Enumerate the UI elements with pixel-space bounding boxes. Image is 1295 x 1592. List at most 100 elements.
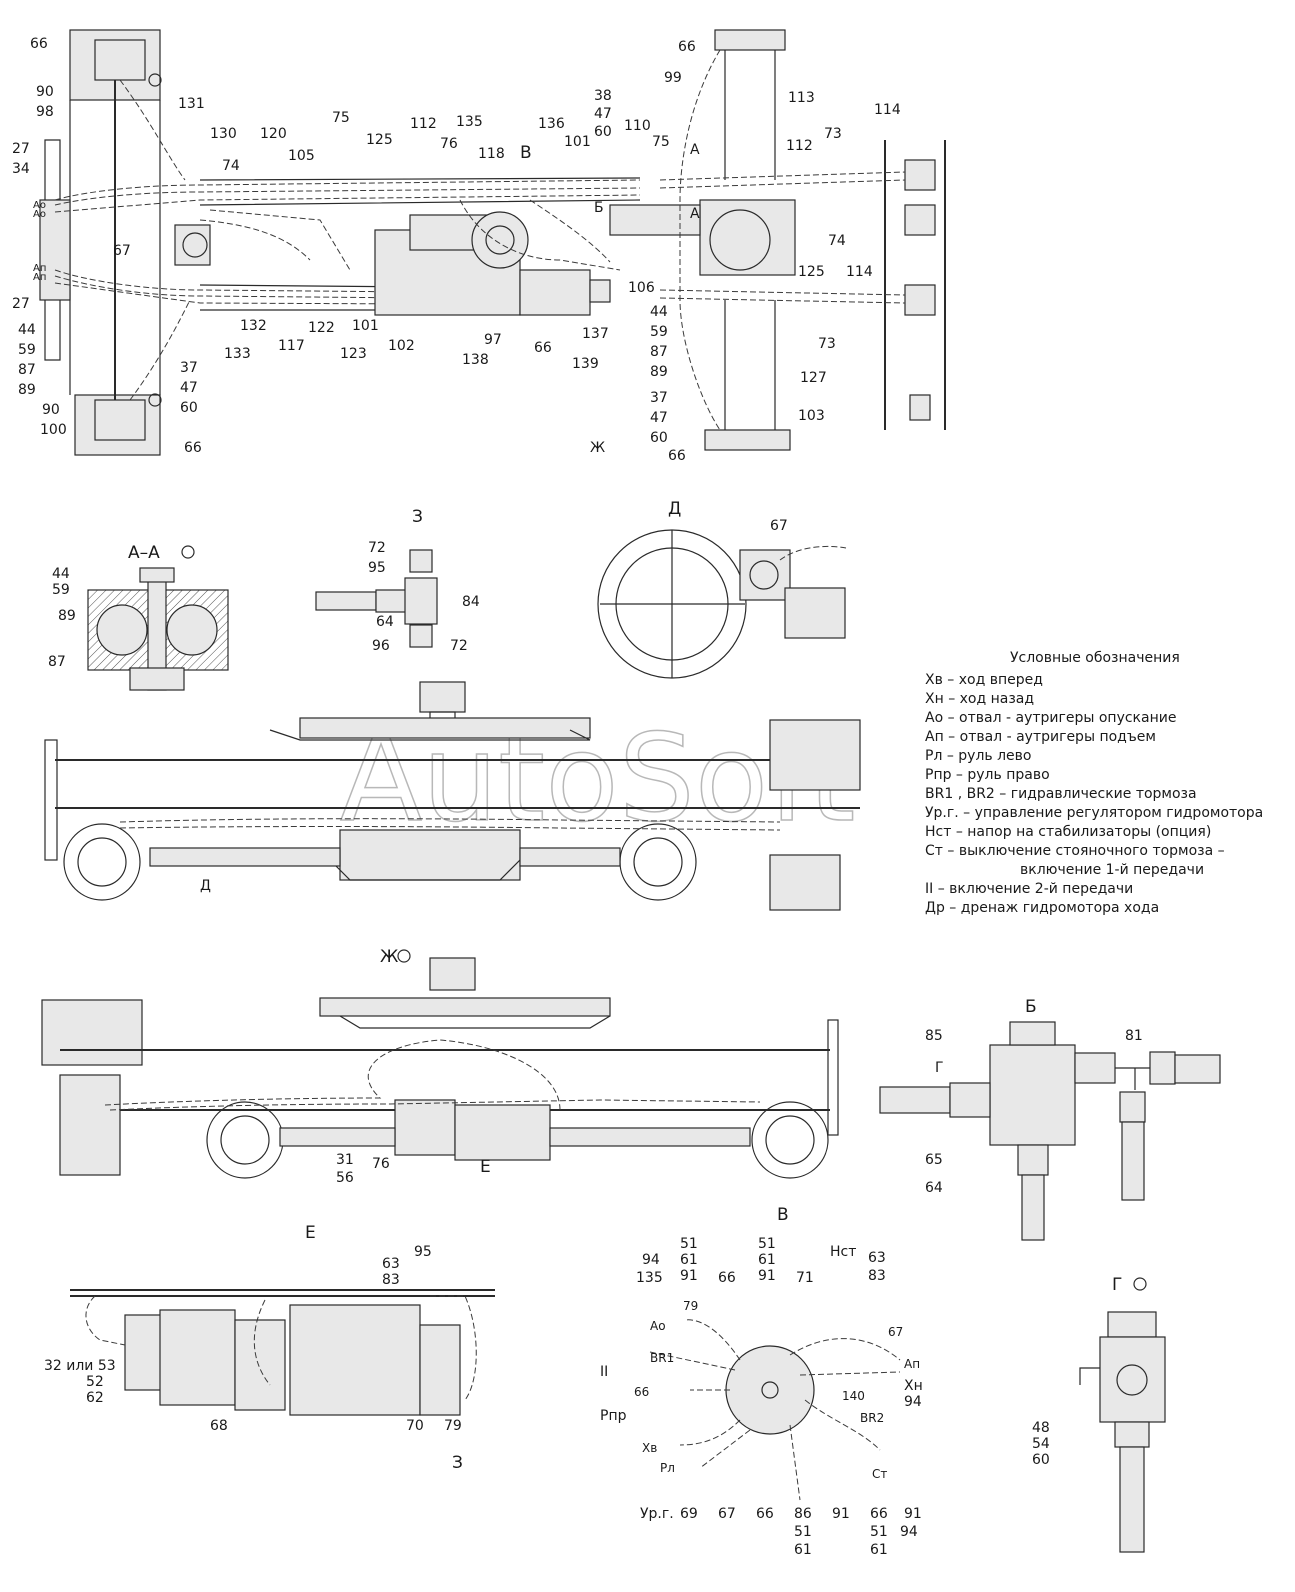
callout: 67 <box>770 518 788 534</box>
callout: 32 или 53 <box>44 1358 116 1374</box>
callout: 90 <box>36 84 54 100</box>
callout: 87 <box>18 362 36 378</box>
callout: 138 <box>462 352 489 368</box>
callout: 47 <box>180 380 198 396</box>
callout: 136 <box>538 116 565 132</box>
view-aa: А–А 44 59 89 87 <box>48 543 229 691</box>
callout: 73 <box>824 126 842 142</box>
callout: 74 <box>828 233 846 249</box>
view-title-e: Е <box>305 1223 316 1243</box>
callout: 91 <box>832 1506 850 1522</box>
callout: Ап <box>33 272 46 283</box>
view-g: Г 48 54 60 <box>1032 1275 1166 1553</box>
left-axle <box>39 29 211 456</box>
callout: Ао <box>650 1319 666 1333</box>
callout: 59 <box>52 582 70 598</box>
view-title-g: Г <box>1112 1275 1122 1295</box>
callout: Ап <box>33 263 46 274</box>
hoses-diagonal <box>119 79 351 401</box>
callout: Е <box>480 1157 491 1177</box>
callout: II <box>600 1364 608 1380</box>
callout: 66 <box>718 1270 736 1286</box>
callout: 125 <box>366 132 393 148</box>
callout: 90 <box>42 402 60 418</box>
callout: Ур.г. <box>640 1506 674 1522</box>
callout: Ж <box>590 440 605 456</box>
callout: 95 <box>414 1244 432 1260</box>
callout: 127 <box>800 370 827 386</box>
callout: 85 <box>925 1028 943 1044</box>
callout: 130 <box>210 126 237 142</box>
callout: В <box>520 143 532 163</box>
callout: 67 <box>888 1325 903 1339</box>
legend-item: Рпр – руль право <box>925 767 1050 783</box>
callout: 110 <box>624 118 651 134</box>
callout: 27 <box>12 296 30 312</box>
callout: 87 <box>650 344 668 360</box>
callout: 63 <box>382 1256 400 1272</box>
callout: 51 <box>758 1236 776 1252</box>
callout: 63 <box>868 1250 886 1266</box>
callout: 98 <box>36 104 54 120</box>
callout: 60 <box>650 430 668 446</box>
callout: 97 <box>484 332 502 348</box>
callout: 101 <box>564 134 591 150</box>
callout: BR2 <box>860 1411 884 1425</box>
callout: 66 <box>30 36 48 52</box>
callout: Хн <box>904 1378 923 1394</box>
legend-item: Ао – отвал - аутригеры опускание <box>925 710 1176 726</box>
callout: 91 <box>758 1268 776 1284</box>
callout: 37 <box>180 360 198 376</box>
callout: 61 <box>758 1252 776 1268</box>
callout: 140 <box>842 1389 865 1403</box>
legend-item: Нст – напор на стабилизаторы (опция) <box>925 824 1211 840</box>
callout: 114 <box>846 264 873 280</box>
callout: 91 <box>904 1506 922 1522</box>
callout: 75 <box>652 134 670 150</box>
callout: 79 <box>444 1418 462 1434</box>
legend-item: включение 1-й передачи <box>1020 862 1204 878</box>
view-e: Е 63 83 95 32 или 53 52 62 68 70 79 З <box>44 1223 495 1473</box>
callout: 70 <box>406 1418 424 1434</box>
callout: 123 <box>340 346 367 362</box>
callout: 94 <box>900 1524 918 1540</box>
callout: Ст <box>872 1467 887 1481</box>
callout: 66 <box>534 340 552 356</box>
legend: Условные обозначения Хв – ход вперед Хн … <box>925 650 1263 916</box>
legend-item: BR1 , BR2 – гидравлические тормоза <box>925 786 1197 802</box>
callout: 101 <box>352 318 379 334</box>
callout: 106 <box>628 280 655 296</box>
callout: 76 <box>440 136 458 152</box>
right-axle <box>609 29 796 451</box>
callout: 61 <box>680 1252 698 1268</box>
callout: 44 <box>650 304 668 320</box>
callout: А <box>690 206 700 222</box>
top-plan-labels: 66 90 98 131 130 120 105 74 27 34 Ао Ао … <box>12 36 901 464</box>
callout: Ао <box>33 209 46 220</box>
legend-item: Др – дренаж гидромотора хода <box>925 900 1159 916</box>
callout: 59 <box>650 324 668 340</box>
callout: 102 <box>388 338 415 354</box>
view-title-aa: А–А <box>128 543 160 563</box>
callout: 65 <box>925 1152 943 1168</box>
callout: 135 <box>636 1270 663 1286</box>
callout: 89 <box>18 382 36 398</box>
callout: 95 <box>368 560 386 576</box>
callout: 122 <box>308 320 335 336</box>
callout: 125 <box>798 264 825 280</box>
callout: 94 <box>904 1394 922 1410</box>
callout: 47 <box>650 410 668 426</box>
callout: 61 <box>870 1542 888 1558</box>
callout: 54 <box>1032 1436 1050 1452</box>
callout: 37 <box>650 390 668 406</box>
callout: 81 <box>1125 1028 1143 1044</box>
legend-item: Ур.г. – управление регулятором гидромото… <box>925 805 1263 821</box>
callout: 66 <box>870 1506 888 1522</box>
view-zh: Ж 31 56 76 Е <box>41 947 839 1186</box>
callout: 38 <box>594 88 612 104</box>
hose-bundle-upper <box>54 177 641 213</box>
callout: З <box>452 1453 463 1473</box>
callout: Хв <box>642 1441 657 1455</box>
callout: 83 <box>868 1268 886 1284</box>
